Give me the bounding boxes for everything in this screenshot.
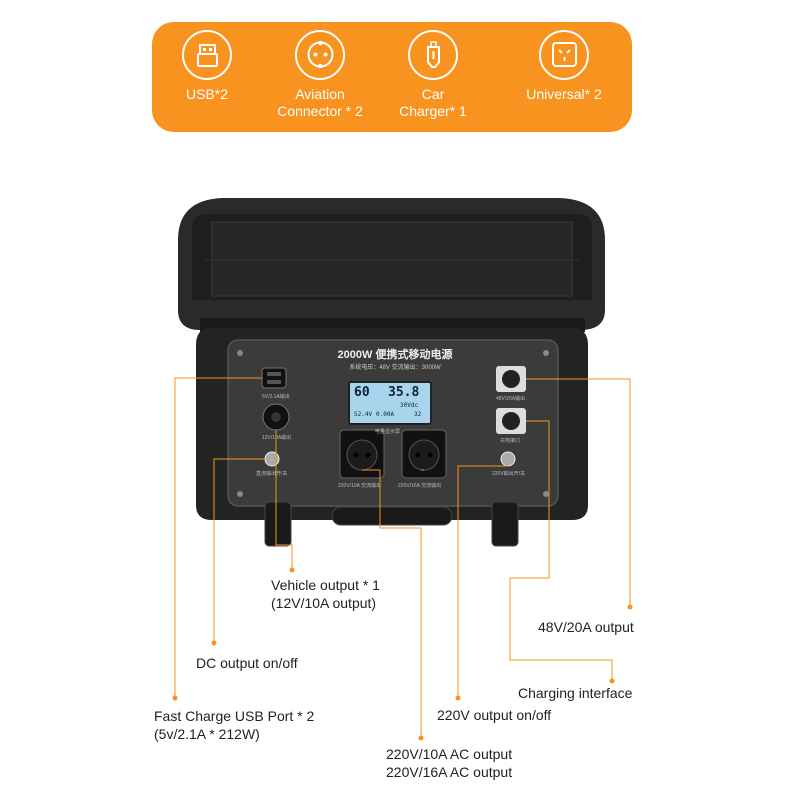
feature-label: Car Charger* 1 bbox=[399, 86, 467, 119]
car-label: 12V/10A输出 bbox=[262, 435, 292, 441]
lcd-value: 32 bbox=[414, 411, 422, 418]
ac2-label: 220V/16A 交流输出 bbox=[398, 483, 442, 489]
lcd-value: 52.4V bbox=[354, 411, 373, 418]
feature-aviation-connector: Aviation Connector * 2 bbox=[260, 30, 380, 120]
universal-socket-icon bbox=[539, 30, 589, 80]
callout-charging-interface: Charging interface bbox=[518, 685, 633, 701]
lcd-value: 35.8 bbox=[388, 385, 420, 400]
feature-label: Universal* 2 bbox=[526, 86, 602, 102]
car-charger-icon bbox=[408, 30, 458, 80]
front-handle bbox=[331, 506, 453, 526]
ac-switch-label: 220V输出开/关 bbox=[492, 471, 526, 477]
charge-label: 充电接口 bbox=[500, 438, 521, 444]
callout-48v-output: 48V/20A output bbox=[538, 619, 634, 635]
feature-usb: USB*2 bbox=[147, 30, 267, 103]
ac1-label: 220V/10A 交流输出 bbox=[338, 483, 382, 489]
feature-car-charger: Car Charger* 1 bbox=[373, 30, 493, 120]
lcd-value: 60 bbox=[354, 385, 370, 400]
latch-right bbox=[491, 501, 519, 547]
feature-banner: USB*2 Aviation Connector * 2 Car Charger… bbox=[152, 22, 632, 132]
callout-dc-switch: DC output on/off bbox=[196, 655, 298, 671]
aviation-socket-icon bbox=[295, 30, 345, 80]
usb-icon bbox=[182, 30, 232, 80]
out48-label: 48V/20A输出 bbox=[496, 396, 526, 402]
panel-title: 2000W 便携式移动电源 bbox=[337, 349, 453, 361]
feature-label: USB*2 bbox=[185, 86, 229, 102]
callout-vehicle-output: Vehicle output * 1 (12V/10A output) bbox=[271, 577, 380, 611]
battery-lcd: 60 35.8 52.4V 0.00A 30Vdc 32 bbox=[348, 381, 432, 425]
lcd-label: 电量显示屏 bbox=[375, 429, 401, 435]
feature-universal-socket: Universal* 2 bbox=[504, 30, 624, 103]
callout-usb-port: Fast Charge USB Port * 2 (5v/2.1A * 212W… bbox=[154, 708, 315, 742]
usb-label: 5V/2.1A输出 bbox=[262, 394, 290, 400]
panel-subtitle: 系统电压：48V 交流输出：3000W bbox=[349, 365, 441, 371]
lcd-value: 30Vdc bbox=[400, 402, 419, 409]
dc-switch-label: 直流输出开/关 bbox=[256, 471, 288, 477]
feature-label: Aviation Connector * 2 bbox=[277, 86, 363, 119]
lcd-value: 0.00A bbox=[376, 411, 395, 418]
callout-ac-outputs: 220V/10A AC output 220V/16A AC output bbox=[386, 746, 513, 780]
latch-left bbox=[264, 501, 292, 547]
callout-ac-switch: 220V output on/off bbox=[437, 707, 552, 723]
